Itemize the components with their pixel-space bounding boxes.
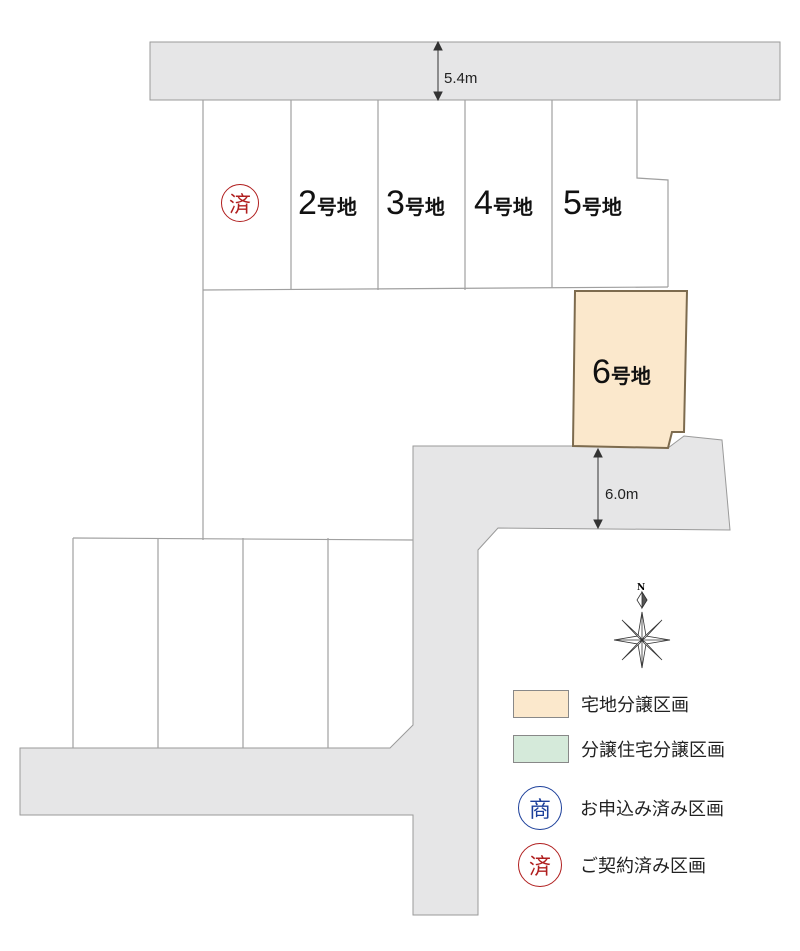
lot-number: 6 (592, 353, 611, 391)
applied-badge-icon: 商 (518, 786, 562, 830)
lot-5-label[interactable]: 5号地 (563, 184, 622, 223)
legend-item-residential-lot: 宅地分譲区画 (513, 690, 689, 718)
main-road (19, 435, 731, 916)
legend-label: 宅地分譲区画 (581, 695, 689, 716)
lot-number: 4 (474, 184, 493, 222)
lot-suffix: 号地 (581, 195, 622, 219)
legend-swatch (513, 735, 569, 763)
legend-item-contracted: 済 ご契約済み区画 (518, 843, 706, 887)
legend-swatch (513, 690, 569, 718)
legend-label: ご契約済み区画 (580, 856, 706, 877)
lot-number: 2 (298, 184, 317, 222)
lot-4-label[interactable]: 4号地 (474, 184, 533, 223)
lot-1-sold-badge[interactable]: 済 (221, 184, 259, 222)
main-road-width: 6.0m (605, 486, 639, 503)
lot-suffix: 号地 (610, 364, 651, 388)
legend-item-applied: 商 お申込み済み区画 (518, 786, 724, 830)
lot-3-label[interactable]: 3号地 (386, 184, 445, 223)
top-road-width: 5.4m (444, 70, 478, 87)
lot-boundaries (72, 100, 669, 748)
dimension-arrow-top (433, 40, 443, 102)
top-road (149, 41, 781, 101)
compass-north-label: N (637, 583, 646, 593)
compass-rose-icon (613, 590, 671, 669)
legend-label: お申込み済み区画 (580, 799, 724, 820)
dimension-arrow-main (593, 447, 603, 530)
lot-suffix: 号地 (316, 195, 357, 219)
legend-label: 分譲住宅分譲区画 (581, 740, 725, 761)
lot-number: 3 (386, 184, 405, 222)
lot-number: 5 (563, 184, 582, 222)
lot-6-area (571, 290, 689, 450)
contracted-badge-icon: 済 (518, 843, 562, 887)
legend-item-house-lot: 分譲住宅分譲区画 (513, 735, 725, 763)
lot-suffix: 号地 (492, 195, 533, 219)
lot-6-label[interactable]: 6号地 (592, 353, 651, 392)
lot-2-label[interactable]: 2号地 (298, 184, 357, 223)
lot-suffix: 号地 (404, 195, 445, 219)
